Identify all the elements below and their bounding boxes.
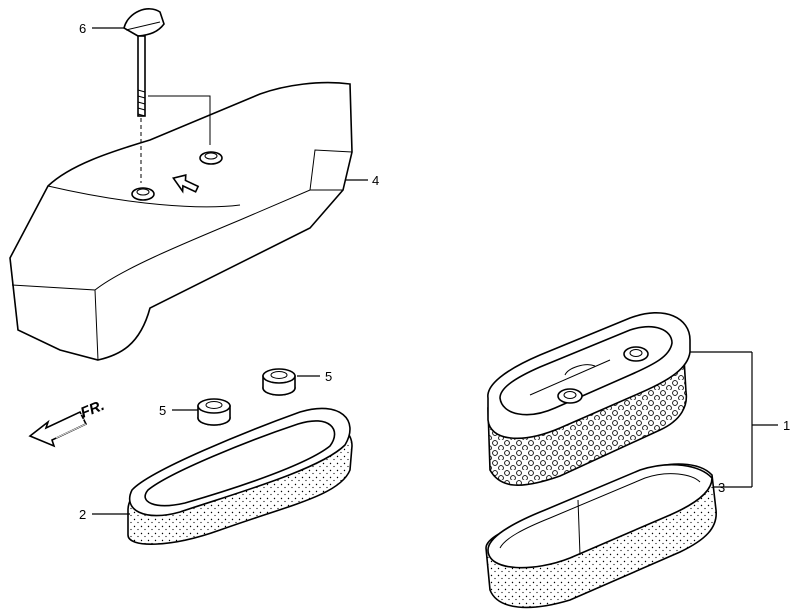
grommet-lower: [197, 398, 231, 426]
callout-2: 2: [79, 507, 86, 522]
filter-element-paper: [487, 312, 691, 486]
arrow-left-icon: [28, 410, 88, 448]
grommet-upper: [262, 368, 296, 396]
callout-6: 6: [79, 21, 86, 36]
wing-bolt: [123, 8, 165, 183]
front-direction-label: FR.: [78, 397, 107, 422]
callout-1: 1: [783, 418, 790, 433]
pre-filter-sleeve: [485, 463, 717, 609]
front-direction-indicator: FR.: [28, 397, 107, 448]
callout-5-lower: 5: [159, 403, 166, 418]
callout-5-upper: 5: [325, 369, 332, 384]
air-cleaner-cover: [9, 81, 353, 361]
base-gasket: [127, 407, 353, 545]
leader-lines: [92, 27, 778, 515]
callout-4: 4: [372, 173, 379, 188]
callout-3: 3: [718, 480, 725, 495]
